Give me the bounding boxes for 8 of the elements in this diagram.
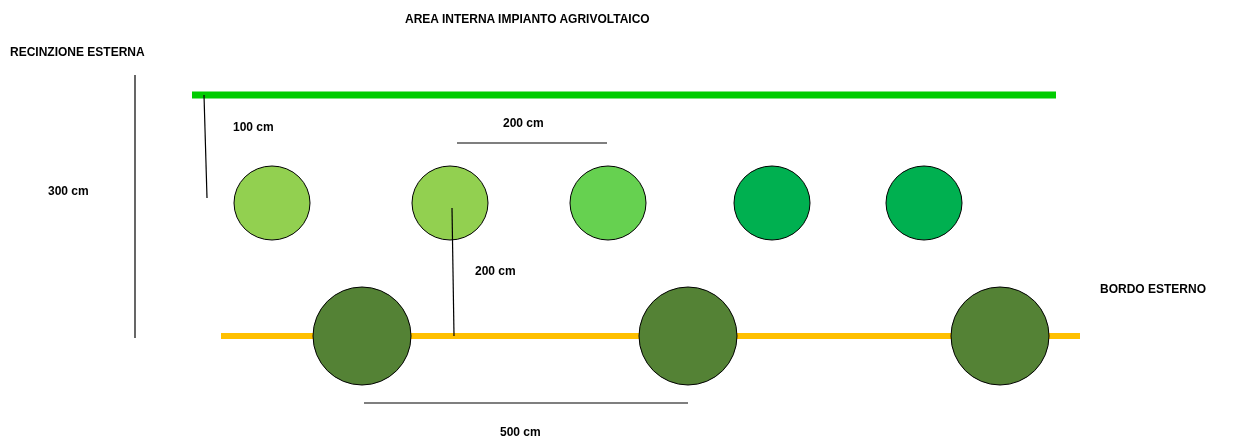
dimension-label: 200 cm: [503, 116, 544, 130]
diagram-title: AREA INTERNA IMPIANTO AGRIVOLTAICO: [405, 12, 650, 26]
fence-label: RECINZIONE ESTERNA: [10, 45, 145, 59]
dimension-label: 300 cm: [48, 184, 89, 198]
dimension-label: 100 cm: [233, 120, 274, 134]
border-label: BORDO ESTERNO: [1100, 282, 1206, 296]
dimension-label: 200 cm: [475, 264, 516, 278]
dimension-label: 500 cm: [500, 425, 541, 439]
